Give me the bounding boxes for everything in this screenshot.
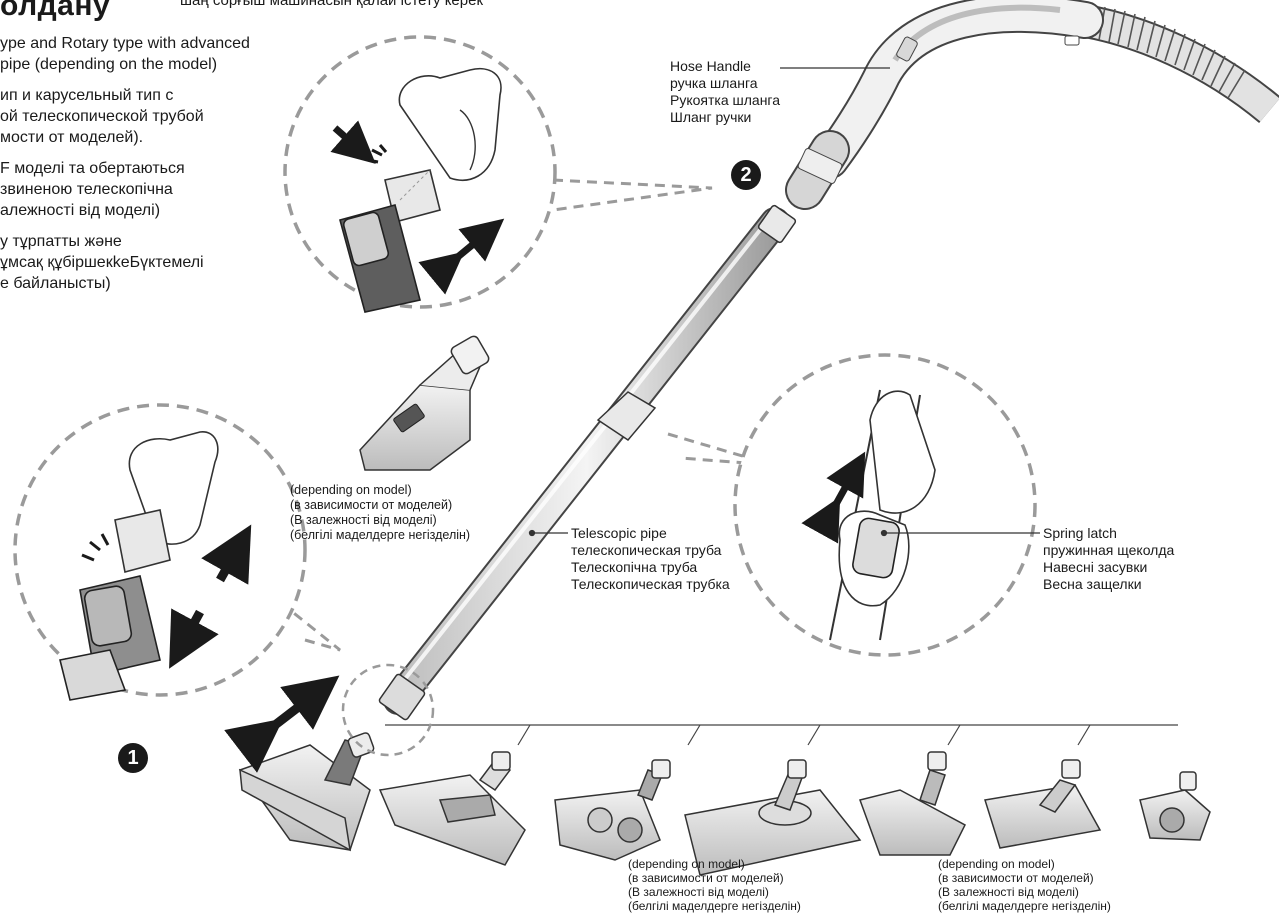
- intro-line: е байланысты): [0, 275, 111, 292]
- double-arrow-icon: [224, 675, 340, 773]
- label-line: ручка шланга: [670, 75, 758, 91]
- note-line: (В залежності від моделі): [628, 885, 769, 899]
- intro-paragraph-en: ype and Rotary type with advanced pipe (…: [0, 33, 250, 75]
- step-1-badge: 1: [118, 743, 148, 773]
- hose-handle-icon: [785, 0, 1279, 210]
- note-line: (depending on model): [628, 857, 745, 871]
- note-line: (белгілі маделдерге негізделін): [628, 899, 801, 913]
- label-line: Spring latch: [1043, 525, 1117, 541]
- intro-line: звиненою телескопічна: [0, 181, 173, 198]
- magnifier-circle-left-icon: [13, 403, 307, 701]
- spring-latch-label: Spring latch пружинная щеколда Навесні з…: [1043, 525, 1174, 593]
- note-line: (белгілі маделдерге негізделін): [290, 528, 471, 542]
- label-line: телескопическая труба: [571, 542, 722, 558]
- intro-text: ype and Rotary type with advanced pipe (…: [0, 33, 250, 304]
- intro-line: алежності від моделі): [0, 202, 161, 219]
- label-line: Весна защелки: [1043, 576, 1142, 592]
- label-line: Telescopic pipe: [571, 525, 667, 541]
- leader-lines: [528, 67, 1040, 537]
- step-2-badge: 2: [731, 160, 761, 190]
- note-line: (depending on model): [290, 483, 412, 497]
- floor-nozzle-icon: [238, 732, 1211, 876]
- telescopic-pipe-label: Telescopic pipe телескопическая труба Те…: [571, 525, 730, 593]
- intro-paragraph-ru: ип и карусельный тип с ой телескопическо…: [0, 85, 250, 148]
- nozzle-bracket: [385, 724, 1178, 746]
- note-line: (в зависимости от моделей): [628, 871, 784, 885]
- intro-line: pipe (depending on the model): [0, 56, 218, 73]
- note-line: (В залежності від моделі): [938, 885, 1079, 899]
- crevice-nozzle-icon: [359, 335, 490, 471]
- label-line: Шланг ручки: [670, 109, 752, 125]
- intro-paragraph-kk: у тұрпатты және ұмсақ құбіршекkeБүктемел…: [0, 231, 250, 294]
- intro-paragraph-uk: F моделі та обертаються звиненою телеско…: [0, 158, 250, 221]
- note-line: (В залежності від моделі): [290, 513, 437, 527]
- intro-line: ype and Rotary type with advanced: [0, 35, 250, 52]
- label-line: Рукоятка шланга: [670, 92, 781, 108]
- magnifier-circle-icon: [283, 35, 557, 313]
- label-line: пружинная щеколда: [1043, 542, 1175, 558]
- page-subtitle: шаң сорғыш машинасын қалай істету керек: [180, 0, 484, 9]
- model-note: (depending on model) (в зависимости от м…: [290, 483, 470, 543]
- model-note: (depending on model) (в зависимости от м…: [628, 857, 801, 913]
- magnifier-circle-right-icon: [733, 353, 1037, 657]
- intro-line: мости от моделей).: [0, 129, 144, 146]
- page-heading: олдану: [0, 0, 111, 22]
- telescopic-pipe-icon: [378, 204, 797, 721]
- intro-line: F моделі та обертаються: [0, 160, 185, 177]
- label-line: Телескопічна труба: [571, 559, 698, 575]
- label-line: Навесні засувки: [1043, 559, 1148, 575]
- note-line: (белгілі маделдерге негізделін): [938, 899, 1111, 913]
- label-line: Hose Handle: [670, 58, 751, 74]
- model-note: (depending on model) (в зависимости от м…: [938, 857, 1111, 913]
- note-line: (в зависимости от моделей): [938, 871, 1094, 885]
- intro-line: ип и карусельный тип с: [0, 87, 174, 104]
- intro-line: ұмсақ құбіршекkeБүктемелі: [0, 254, 204, 271]
- hose-handle-label: Hose Handle ручка шланга Рукоятка шланга…: [670, 58, 780, 126]
- joint-highlight-circle: [341, 663, 435, 757]
- intro-line: у тұрпатты және: [0, 233, 122, 250]
- note-line: (в зависимости от моделей): [290, 498, 453, 512]
- note-line: (depending on model): [938, 857, 1055, 871]
- intro-line: ой телескопической трубой: [0, 108, 204, 125]
- label-line: Телескопическая трубка: [571, 576, 730, 592]
